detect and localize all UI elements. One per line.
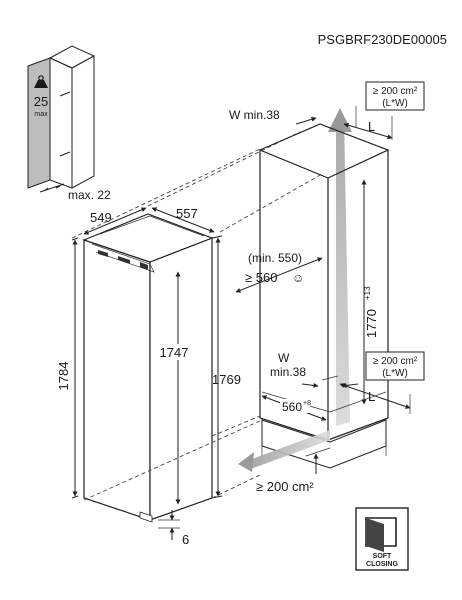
vent-top-area: ≥ 200 cm²	[373, 86, 418, 97]
weight-icon	[34, 80, 48, 88]
door-leaf-icon	[366, 518, 384, 552]
dim-depth-req: (min. 550) ≥ 560 ☺	[235, 251, 323, 293]
min-depth-note: (min. 550)	[248, 251, 302, 265]
l-mid-label: L	[368, 389, 375, 404]
bottom-gap-label: 6	[182, 532, 189, 547]
vent-top-box: ≥ 200 cm² (L*W)	[365, 81, 425, 111]
dim-width: 557	[151, 206, 215, 233]
dim-height-body: 1747	[156, 271, 192, 505]
niche-width-label: 560	[282, 400, 302, 414]
dim-niche-height: 1770 +13	[361, 179, 379, 405]
door-load-value: 25	[34, 94, 48, 109]
height-side-label: 1769	[212, 372, 241, 387]
badge-line1: SOFT	[373, 553, 392, 560]
w-mid-label-2: min.38	[270, 365, 306, 379]
cabinet-side	[71, 55, 95, 189]
document-code: PSGBRF230DE00005	[318, 32, 447, 47]
appliance-drawing	[82, 213, 214, 523]
vent-bottom-band	[244, 430, 330, 470]
max-gap-label: max. 22	[68, 188, 111, 202]
vent-bottom-arrow	[238, 452, 254, 472]
vent-up-band	[336, 118, 350, 426]
appliance-side	[149, 237, 213, 521]
dim-height-total: 1784	[56, 237, 79, 499]
dim-l-mid: L	[339, 383, 411, 414]
badge-line2: CLOSING	[366, 561, 398, 568]
door-load-thumbnail: 25 max max. 22	[27, 45, 111, 202]
vent-mid-sub: (L*W)	[382, 368, 408, 379]
dim-w-top: W min.38	[229, 108, 317, 125]
depth-label: 549	[90, 210, 112, 225]
w-top-label: W min.38	[229, 108, 280, 122]
niche-width-tol: +8	[303, 400, 311, 407]
dim-l-top: L	[343, 106, 393, 140]
height-total-label: 1784	[56, 362, 71, 391]
depth-req-symbol: ☺	[292, 271, 304, 285]
dim-height-side: 1769	[211, 235, 241, 499]
vent-mid-box: ≥ 200 cm² (L*W)	[365, 351, 425, 381]
niche-cabinet	[238, 108, 390, 474]
niche-height-label: 1770	[364, 309, 379, 338]
door-load-unit: max	[34, 111, 48, 118]
dim-depth: 549	[83, 207, 147, 235]
dim-niche-width: 560 +8	[261, 395, 327, 421]
niche-height-tol: +13	[363, 286, 372, 300]
vent-top-sub: (L*W)	[382, 98, 408, 109]
projection-lines	[71, 131, 323, 501]
dim-bottom-gap: 6	[158, 510, 189, 547]
l-top-label: L	[368, 119, 375, 134]
vent-mid-area: ≥ 200 cm²	[373, 356, 418, 367]
height-body-label: 1747	[160, 345, 189, 360]
width-label: 557	[176, 206, 198, 221]
soft-closing-badge: SOFT CLOSING	[355, 507, 409, 571]
w-mid-label-1: W	[278, 351, 290, 365]
appliance-front	[83, 239, 151, 521]
vent-bottom-area: ≥ 200 cm²	[256, 479, 314, 494]
